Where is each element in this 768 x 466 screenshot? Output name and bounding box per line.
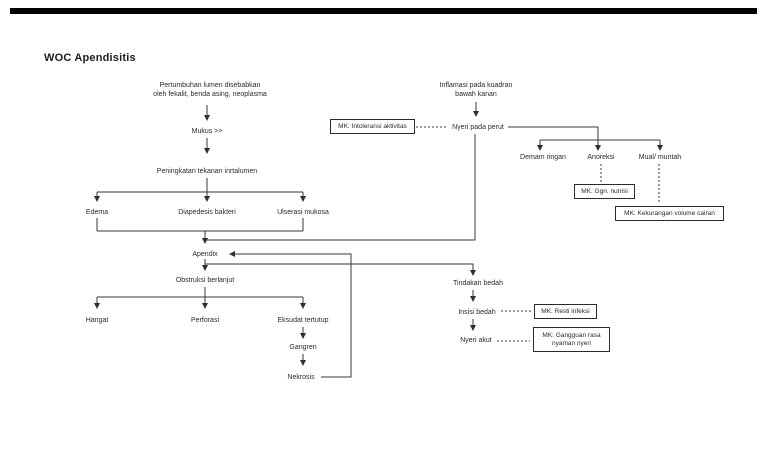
mk-box-gangguan-rasa-nyaman: MK: Gangguan rasa nyaman nyeri: [533, 327, 610, 352]
node-mukus: Mukus >>: [191, 128, 223, 135]
node-inflamasi-kuadran: Inflamasi pada kuadran bawah kanan: [439, 82, 513, 98]
node-demam-ringan: Demam ringan: [520, 154, 566, 161]
node-ulserasi-mukosa: Ulserasi mukosa: [277, 209, 329, 216]
page-title: WOC Apendisitis: [44, 52, 136, 64]
mk-box-intoleransi-aktivitas: MK: Intoleransi aktivitas: [330, 119, 415, 134]
node-anoreksi: Anoreksi: [587, 154, 615, 161]
node-mual-muntah: Mual/ muntah: [638, 154, 682, 161]
node-diapedesis-bakteri: Diapedesis bakteri: [178, 209, 236, 216]
node-apendix: Apendix: [192, 251, 218, 258]
node-peningkatan-tekanan: Peningkatan tekanan inrtalumen: [156, 168, 258, 175]
node-nekrosis: Nekrosis: [287, 374, 315, 381]
mk-box-resti-infeksi: MK: Resti infeksi: [534, 304, 597, 319]
node-perforasi: Perforasi: [190, 317, 220, 324]
node-nyeri-akut: Nyeri akut: [460, 337, 492, 344]
mk-box-ggn-nutrisi: MK: Ggn. nutrisi: [574, 184, 635, 199]
node-tindakan-bedah: Tindakan bedah: [453, 280, 503, 287]
viewer-progress-bar: [10, 8, 757, 14]
node-nyeri-pada-perut: Nyeri pada perut: [452, 124, 504, 131]
node-obstruksi-berlanjut: Obstruksi berlanjut: [175, 277, 235, 284]
node-eksudat-tertutup: Eksudat tertutup: [277, 317, 329, 324]
node-pertumbuhan-lumen: Pertumbuhan lumen disebabkan oleh fekali…: [153, 82, 267, 98]
mk-box-kekurangan-volume-cairan: MK: Kekurangan volume cairan: [615, 206, 724, 221]
node-hangat: Hangat: [85, 317, 109, 324]
node-insisi-bedah: Insisi bedah: [458, 309, 496, 316]
node-edema: Edema: [85, 209, 109, 216]
node-gangren: Gangren: [289, 344, 317, 351]
